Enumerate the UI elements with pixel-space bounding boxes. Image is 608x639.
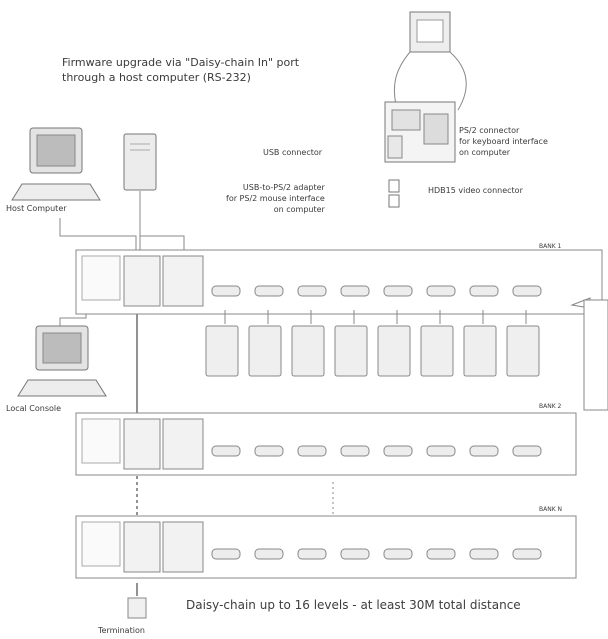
- hdb15-video-label: HDB15 video connector: [428, 186, 523, 195]
- kvm-bank-n: [75, 515, 577, 579]
- bank2-daisy-chain-ports: [123, 418, 161, 470]
- bank1-daisy-chain-ports: [123, 255, 161, 307]
- bankn-port: [426, 548, 456, 560]
- bank1-computer-ports: [211, 285, 542, 297]
- bankn-port: [512, 548, 542, 560]
- bank-1-label: BANK 1: [539, 243, 562, 250]
- bank2-port: [469, 445, 499, 457]
- bank1-port: [469, 285, 499, 297]
- ps2-label-line-3: on computer: [459, 147, 511, 157]
- bank2-port: [254, 445, 284, 457]
- computer-tower-icon: [334, 325, 368, 377]
- bankn-port: [297, 548, 327, 560]
- connected-computers: [205, 310, 540, 377]
- firmware-note-line-1: Firmware upgrade via "Daisy-chain In" po…: [62, 56, 300, 69]
- bankn-port: [469, 548, 499, 560]
- bank2-port: [340, 445, 370, 457]
- adapter-label-line-3: on computer: [273, 204, 325, 214]
- usb-to-ps2-adapter-bottom-icon: [388, 194, 400, 208]
- bank2-console-ports: [162, 418, 204, 470]
- firmware-note: Firmware upgrade via "Daisy-chain In" po…: [62, 56, 299, 86]
- host-screen-icon: [36, 134, 76, 167]
- host-computer-icon: [11, 127, 101, 201]
- usb-connector-label: USB connector: [263, 148, 323, 157]
- bankn-console-ports: [162, 521, 204, 573]
- kvm-cable-loop: [393, 51, 467, 111]
- bank2-port: [383, 445, 413, 457]
- hdb15-plug-icon: [423, 113, 449, 145]
- computer-tower-icon: [420, 325, 454, 377]
- bankn-computer-ports: [211, 548, 542, 560]
- local-console-label: Local Console: [6, 404, 62, 413]
- bank2-port: [426, 445, 456, 457]
- bank1-port: [211, 285, 241, 297]
- bank1-port: [340, 285, 370, 297]
- bankn-port: [340, 548, 370, 560]
- kvm-bank-2: [75, 412, 577, 476]
- bankn-controls: [81, 521, 121, 567]
- adapter-label-line-1: USB-to-PS/2 adapter: [242, 183, 325, 192]
- firmware-note-line-2: through a host computer (RS-232): [62, 70, 251, 84]
- computer-tower-icon: [291, 325, 325, 377]
- bank-n-label: BANK N: [539, 506, 563, 513]
- adapter-label: USB-to-PS/2 adapter for PS/2 mouse inter…: [226, 183, 325, 215]
- bank1-port: [426, 285, 456, 297]
- terminator-plug: [127, 597, 147, 619]
- ps2-plug-icon: [391, 109, 421, 131]
- daisy-chain-caption: Daisy-chain up to 16 levels - at least 3…: [186, 598, 521, 612]
- server-tower-icon: [123, 133, 157, 191]
- bank1-port: [254, 285, 284, 297]
- computer-tower-icon: [506, 325, 540, 377]
- computer-tower-icon: [205, 325, 239, 377]
- bank1-port: [297, 285, 327, 297]
- termination-label: Termination: [98, 626, 145, 635]
- local-keyboard-icon: [17, 379, 107, 397]
- terminator-icon: [127, 597, 147, 619]
- kvm-bank-1: [75, 249, 608, 411]
- bank2-port: [297, 445, 327, 457]
- bank1-controls: [81, 255, 121, 301]
- bank-2-label: BANK 2: [539, 403, 562, 410]
- computer-tower-icon: [248, 325, 282, 377]
- local-screen-icon: [42, 332, 82, 364]
- host-to-bank1-cable: [59, 218, 137, 256]
- usb-plug-icon: [387, 135, 403, 159]
- bank2-port: [512, 445, 542, 457]
- bank2-controls: [81, 418, 121, 464]
- bankn-port: [254, 548, 284, 560]
- computer-tower-icon: [463, 325, 497, 377]
- usb-to-ps2-adapter-top-icon: [388, 179, 400, 193]
- bank1-port: [512, 285, 542, 297]
- bankn-port: [211, 548, 241, 560]
- bankn-daisy-chain-ports: [123, 521, 161, 573]
- ps2-label-line-1: PS/2 connector: [459, 126, 520, 135]
- bankn-port: [383, 548, 413, 560]
- vga-plug-face: [416, 19, 444, 43]
- bank1-port: [383, 285, 413, 297]
- adapter-label-line-2: for PS/2 mouse interface: [226, 193, 325, 203]
- ps2-label-line-2: for keyboard interface: [459, 136, 548, 146]
- local-console-icon: [17, 325, 107, 397]
- bank1-front-panel-callout: [583, 299, 608, 411]
- bank1-input-cable: [140, 235, 185, 256]
- server-tower-body: [123, 133, 157, 191]
- computer-tower-icon: [377, 325, 411, 377]
- host-computer-label: Host Computer: [6, 204, 67, 213]
- kvm-cable-assembly: [384, 11, 467, 208]
- bank1-console-ports: [162, 255, 204, 307]
- bank2-port: [211, 445, 241, 457]
- host-keyboard-icon: [11, 183, 101, 201]
- ps2-connector-label: PS/2 connector for keyboard interface on…: [459, 126, 548, 158]
- bank2-computer-ports: [211, 445, 542, 457]
